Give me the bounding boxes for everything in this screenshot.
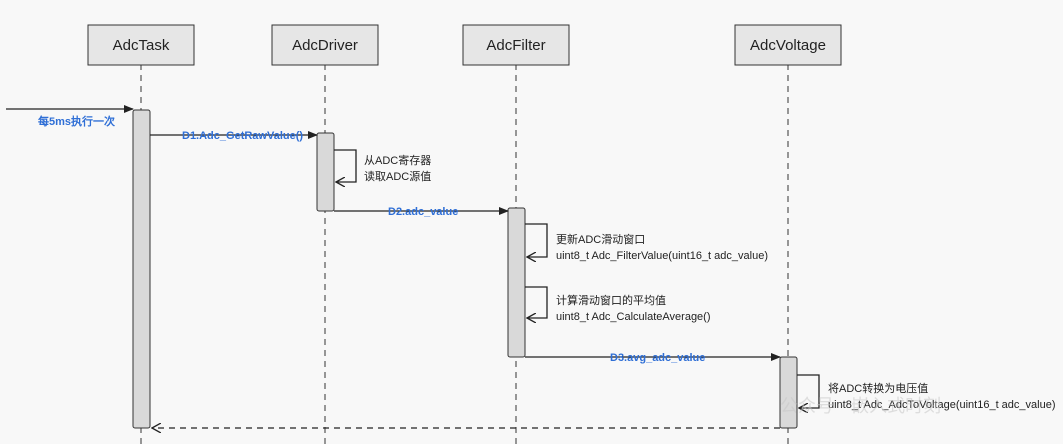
selfcall-driver-arrow — [334, 149, 357, 182]
participant-voltage: AdcVoltage — [734, 24, 842, 66]
selfcall-voltage-line1: 将ADC转换为电压值 — [828, 381, 928, 395]
selfcall-filter-update-line1: 更新ADC滑动窗口 — [556, 232, 645, 246]
participant-driver: AdcDriver — [271, 24, 379, 66]
selfcall-driver-line1: 从ADC寄存器 — [364, 153, 431, 167]
participant-task-label: AdcTask — [113, 37, 170, 54]
message-d3-label: D3.avg_adc_value — [610, 352, 705, 364]
selfcall-filter-update-arrow — [525, 223, 548, 257]
selfcall-filter-average-line1: 计算滑动窗口的平均值 — [556, 293, 666, 307]
participant-filter: AdcFilter — [462, 24, 570, 66]
activation-task — [132, 109, 151, 429]
selfcall-filter-average-arrow — [525, 286, 548, 318]
participant-driver-label: AdcDriver — [292, 37, 358, 54]
message-d1-label: D1.Adc_GetRawValue() — [182, 130, 303, 142]
participant-voltage-label: AdcVoltage — [750, 37, 826, 54]
selfcall-voltage-line2: uint8_t Adc_AdcToVoltage(uint16_t adc_va… — [828, 399, 1056, 411]
activation-filter — [507, 207, 526, 358]
participant-task: AdcTask — [87, 24, 195, 66]
message-d2-label: D2.adc_value — [388, 206, 458, 218]
selfcall-filter-average-line2: uint8_t Adc_CalculateAverage() — [556, 311, 711, 323]
activation-voltage — [779, 356, 798, 429]
participant-filter-label: AdcFilter — [486, 37, 545, 54]
selfcall-filter-update-line2: uint8_t Adc_FilterValue(uint16_t adc_val… — [556, 250, 768, 262]
activation-driver — [316, 132, 335, 212]
selfcall-voltage-arrow — [797, 374, 820, 408]
trigger-label: 每5ms执行一次 — [38, 114, 115, 128]
selfcall-driver-line2: 读取ADC源值 — [364, 169, 431, 183]
watermark-text: 公众号 · 嵌入式时刻 — [780, 396, 941, 417]
